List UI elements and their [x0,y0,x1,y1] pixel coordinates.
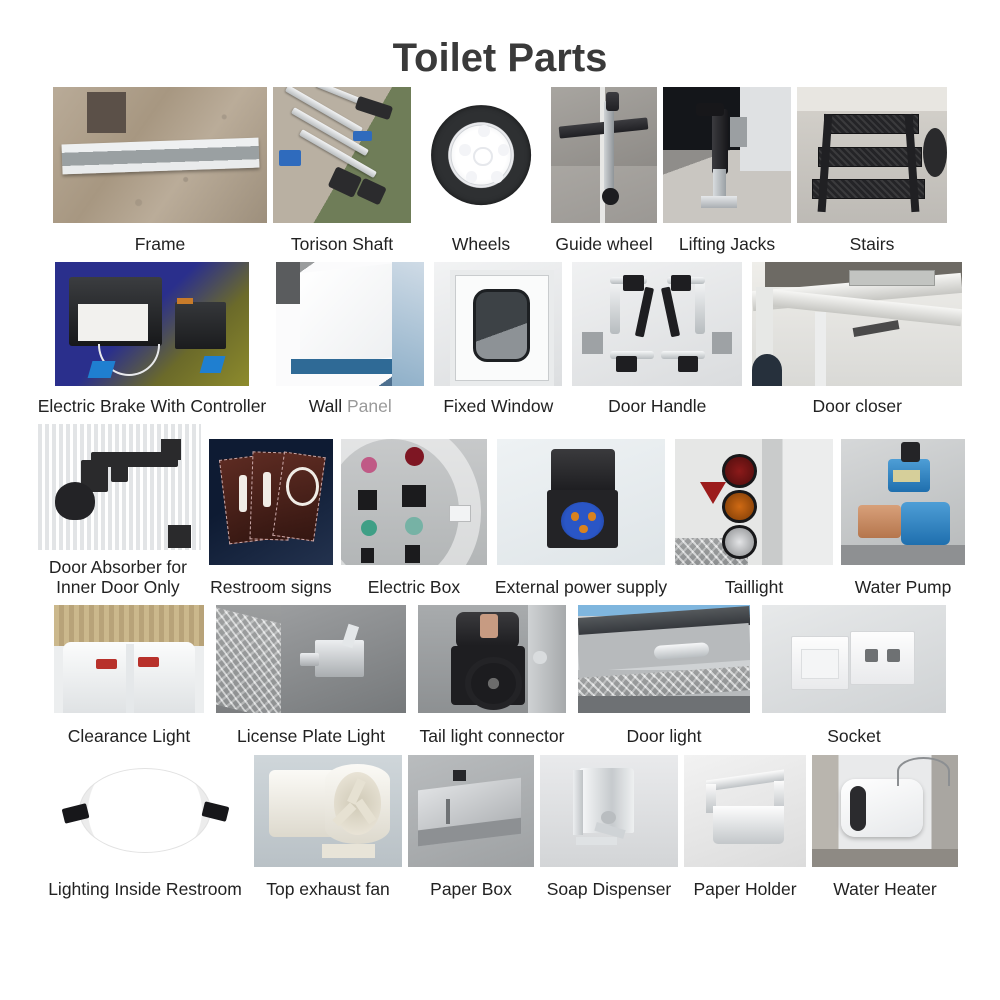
product-label: Wheels [451,234,511,254]
electric-brake-image [54,262,249,387]
product-cell-electric-brake[interactable]: Electric Brake With Controller [37,262,267,417]
product-cell-soap-dispenser[interactable]: Soap Dispenser [540,754,678,899]
product-label: Socket [827,726,881,747]
product-label: Lifting Jacks [678,234,776,254]
product-cell-door-handle[interactable]: Door Handle [572,262,743,417]
door-closer-image [752,262,963,387]
product-label: Guide wheel [555,234,653,254]
catalog-row-1: Frame Torison Shaft [0,87,1000,254]
electric-box-image [340,439,487,566]
page-title: Toilet Parts [392,36,608,80]
wall-panel-image [276,262,425,387]
product-label: Clearance Light [67,726,191,747]
product-cell-water-pump[interactable]: Water Pump [841,439,966,598]
product-cell-lifting-jacks[interactable]: Lifting Jacks [663,87,791,254]
external-power-supply-image [496,439,665,566]
catalog-row-3: Door Absorber for Inner Door Only Restro… [0,424,1000,597]
product-cell-tail-light-connector[interactable]: Tail light connector [418,605,566,746]
paper-holder-image [684,754,806,867]
product-cell-external-power-supply[interactable]: External power supply [495,439,667,597]
socket-image [762,605,946,714]
product-cell-electric-box[interactable]: Electric Box [340,439,487,598]
product-label-part-secondary: Panel [347,396,392,417]
product-cell-frame[interactable]: Frame [53,87,267,254]
product-cell-door-absorber[interactable]: Door Absorber for Inner Door Only [34,424,201,597]
product-cell-paper-box[interactable]: Paper Box [408,754,534,899]
product-cell-lighting-inside-restroom[interactable]: Lighting Inside Restroom [42,754,248,899]
product-cell-wheels[interactable]: Wheels [417,87,545,254]
wheel-image [417,87,545,223]
product-cell-clearance-light[interactable]: Clearance Light [54,605,204,746]
product-label: Paper Holder [693,878,797,899]
water-pump-image [841,439,966,566]
product-label: License Plate Light [237,726,385,747]
catalog-row-2: Electric Brake With Controller Wall Pane… [0,262,1000,416]
product-label: Top exhaust fan [266,878,390,899]
product-label: Door Absorber for Inner Door Only [48,557,187,597]
product-label: Frame [134,234,186,254]
door-handle-image [572,262,743,387]
product-cell-paper-holder[interactable]: Paper Holder [684,754,806,899]
product-label: Tail light connector [419,726,565,747]
restroom-signs-image [208,439,333,566]
downlight-image [42,754,248,867]
frame-image [53,87,267,223]
stairs-image [797,87,947,223]
product-label: Electric Box [367,577,461,598]
product-cell-restroom-signs[interactable]: Restroom signs [208,439,333,598]
product-cell-water-heater[interactable]: Water Heater [812,754,958,899]
guide-wheel-image [551,87,657,223]
product-label: Wall Panel [309,396,392,416]
paper-box-image [408,754,534,867]
product-label: Taillight [724,577,784,598]
torsion-shaft-image [273,87,411,223]
product-label: Lighting Inside Restroom [48,878,242,899]
license-plate-light-image [216,605,406,714]
door-absorber-image [34,424,201,551]
product-cell-wall-panel[interactable]: Wall Panel [276,262,425,416]
fixed-window-image [434,262,563,387]
product-label: Torison Shaft [290,234,394,254]
taillight-image [675,439,834,566]
lifting-jack-image [663,87,791,223]
product-cell-license-plate-light[interactable]: License Plate Light [216,605,406,746]
product-label: Door Handle [608,396,707,417]
product-label: Stairs [849,234,895,254]
product-cell-torison-shaft[interactable]: Torison Shaft [273,87,411,254]
product-cell-taillight[interactable]: Taillight [675,439,834,598]
product-label: Restroom signs [210,577,332,598]
product-label: Electric Brake With Controller [37,396,267,417]
product-label: Water Pump [854,577,952,598]
soap-dispenser-image [540,754,678,867]
product-label-part-primary: Wall [308,396,347,417]
product-label: External power supply [494,577,668,598]
exhaust-fan-image [254,754,402,867]
product-label: Paper Box [430,878,512,899]
product-cell-top-exhaust-fan[interactable]: Top exhaust fan [254,754,402,899]
product-cell-door-closer[interactable]: Door closer [752,262,963,417]
product-label: Fixed Window [443,396,554,417]
product-cell-fixed-window[interactable]: Fixed Window [434,262,563,417]
water-heater-image [812,754,958,867]
product-cell-guide-wheel[interactable]: Guide wheel [551,87,657,254]
product-label: Door closer [812,396,902,417]
product-cell-door-light[interactable]: Door light [578,605,750,746]
tail-light-connector-image [418,605,566,714]
catalog-row-4: Clearance Light License Plate Light Tai [0,605,1000,746]
product-label: Water Heater [833,878,937,899]
catalog-row-5: Lighting Inside Restroom Top exhaust fan [0,754,1000,899]
product-label: Door light [626,726,702,747]
clearance-light-image [54,605,204,714]
product-cell-socket[interactable]: Socket [762,605,946,746]
product-cell-stairs[interactable]: Stairs [797,87,947,254]
door-light-image [578,605,750,714]
product-label: Soap Dispenser [546,878,672,899]
